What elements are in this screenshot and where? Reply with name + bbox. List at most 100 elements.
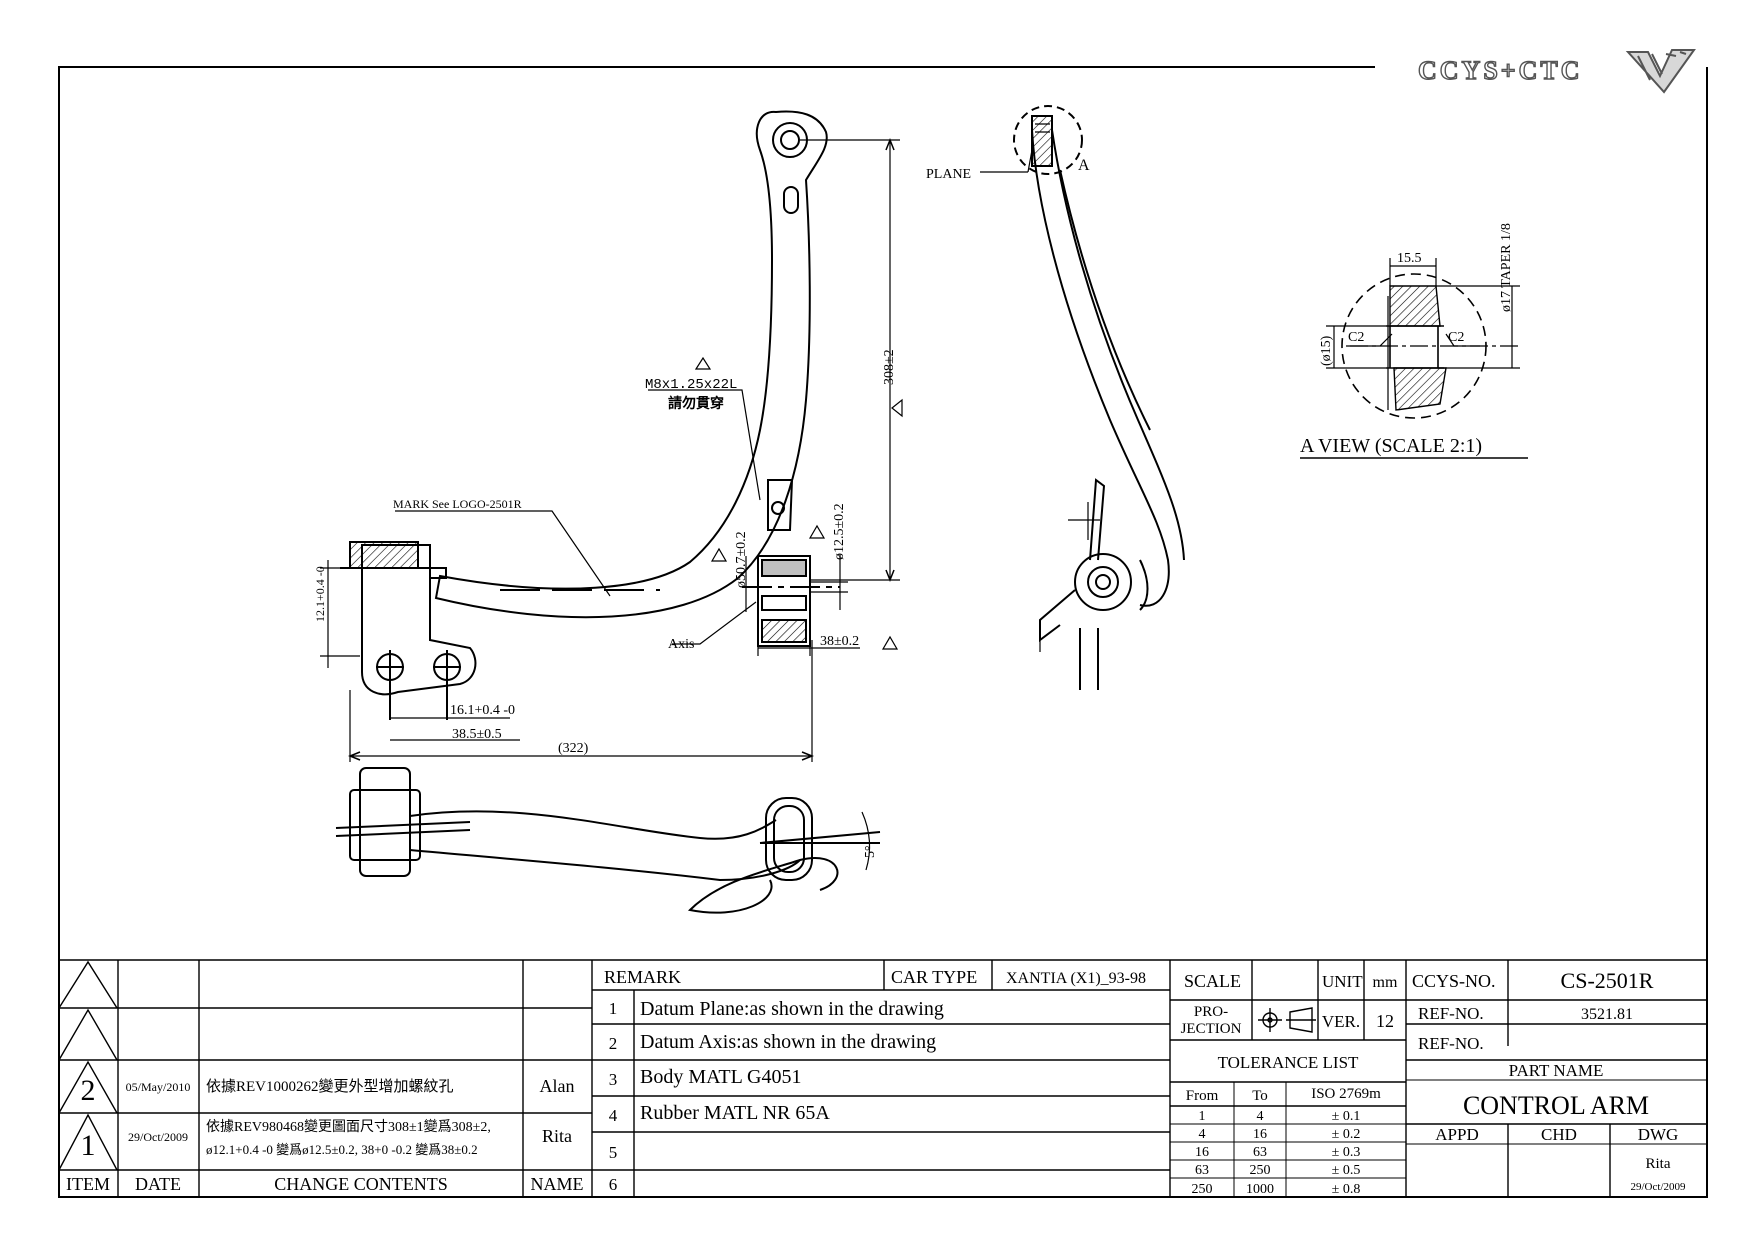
mark-callout: MARK See LOGO-2501R [393, 497, 522, 511]
tol-value-0: ± 0.1 [1332, 1109, 1361, 1124]
revision-block: ITEM DATE CHANGE CONTENTS NAME 2 05/May/… [66, 1074, 584, 1194]
rev-name-2: Alan [540, 1076, 575, 1096]
side-view [1013, 105, 1185, 690]
tol-to-4: 1000 [1246, 1182, 1274, 1197]
detail-view-a [1300, 258, 1528, 459]
logo-wordmark: CCYS+CTC [1418, 56, 1583, 85]
rev-item-1: 1 [81, 1129, 96, 1162]
side-view-labels: PLANE A [926, 149, 1090, 182]
rev-header-name: NAME [531, 1174, 584, 1194]
tol-from-2: 16 [1195, 1145, 1209, 1160]
remark-no-1: 1 [609, 999, 618, 1018]
ver-label: VER. [1322, 1012, 1360, 1031]
rev-contents-1-line1: 依據REV980468變更圖面尺寸308±1變爲308±2, [206, 1119, 491, 1135]
dim-322: (322) [558, 741, 589, 756]
tolerance-title: TOLERANCE LIST [1218, 1053, 1359, 1072]
scale-label: SCALE [1184, 971, 1241, 991]
car-type-value: XANTIA (X1)_93-98 [1006, 970, 1146, 987]
tol-header-from: From [1186, 1088, 1219, 1104]
front-view [340, 110, 840, 720]
tol-to-1: 16 [1253, 1127, 1267, 1142]
detail-dim-15: (ø15) [1319, 335, 1334, 366]
tol-from-0: 1 [1199, 1109, 1206, 1124]
dim-16-1: 16.1+0.4 -0 [450, 703, 515, 718]
ccys-no-label: CCYS-NO. [1412, 971, 1496, 991]
thread-callout: M8x1.25x22L [645, 377, 737, 393]
detail-dim-17-taper: ø17 TAPER 1/8 [1499, 223, 1514, 312]
ref-no-value-1: 3521.81 [1581, 1006, 1633, 1023]
remark-text-4: Rubber MATL NR 65A [640, 1102, 830, 1124]
remark-text-1: Datum Plane:as shown in the drawing [640, 998, 944, 1020]
dwg-label: DWG [1638, 1125, 1679, 1144]
dim-308: 308±2 [882, 349, 897, 385]
ver-value: 12 [1376, 1011, 1394, 1031]
front-view-labels: M8x1.25x22L 請勿貫穿 MARK See LOGO-2501R Axi… [313, 349, 897, 756]
dwg-date: 29/Oct/2009 [1631, 1181, 1686, 1193]
title-block-grid [58, 959, 1707, 1197]
unit-label: UNIT [1322, 972, 1363, 991]
tol-header-to: To [1252, 1088, 1268, 1104]
rev-header-date: DATE [135, 1174, 181, 1194]
projection-label-2: JECTION [1181, 1021, 1242, 1037]
remark-label: REMARK [604, 967, 681, 987]
ref-no-label-2: REF-NO. [1418, 1034, 1484, 1053]
detail-c2-left: C2 [1348, 330, 1364, 345]
tol-to-2: 63 [1253, 1145, 1267, 1160]
tol-from-4: 250 [1192, 1182, 1213, 1197]
bottom-view [335, 767, 881, 914]
chd-label: CHD [1541, 1125, 1577, 1144]
ref-no-label-1: REF-NO. [1418, 1004, 1484, 1023]
tol-to-0: 4 [1257, 1109, 1264, 1124]
rev-header-item: ITEM [66, 1174, 110, 1194]
tol-value-2: ± 0.3 [1332, 1145, 1361, 1160]
brand-logo: CCYS+CTC [1417, 49, 1696, 94]
detail-view-title: A VIEW (SCALE 2:1) [1300, 435, 1482, 457]
tol-from-1: 4 [1199, 1127, 1206, 1142]
dim-38-5: 38.5±0.5 [452, 727, 502, 742]
dim-50-7: ø50.7±0.2 [734, 531, 749, 588]
remark-no-3: 3 [609, 1070, 618, 1089]
tol-value-1: ± 0.2 [1332, 1127, 1361, 1142]
remark-no-6: 6 [609, 1175, 618, 1194]
remark-block: REMARK CAR TYPE XANTIA (X1)_93-98 1 Datu… [604, 967, 1146, 1194]
part-name-label: PART NAME [1509, 1061, 1604, 1080]
projection-symbol-icon [1258, 1007, 1316, 1033]
front-view-dimensions [320, 137, 903, 762]
tol-header-iso: ISO 2769m [1311, 1086, 1381, 1102]
plane-callout: PLANE [926, 167, 971, 182]
remark-text-2: Datum Axis:as shown in the drawing [640, 1031, 936, 1053]
tol-value-4: ± 0.8 [1332, 1182, 1361, 1197]
remark-text-3: Body MATL G4051 [640, 1066, 801, 1088]
rev-header-contents: CHANGE CONTENTS [274, 1174, 448, 1194]
car-type-label: CAR TYPE [891, 967, 977, 987]
title-block: CCYS-NO. CS-2501R REF-NO. 3521.81 REF-NO… [1412, 968, 1686, 1193]
rev-item-2: 2 [81, 1074, 96, 1107]
rev-name-1: Rita [542, 1126, 572, 1146]
remark-no-4: 4 [609, 1106, 618, 1125]
ccys-no-value: CS-2501R [1561, 968, 1654, 993]
sheet-border [58, 66, 1708, 1198]
rev-contents-2: 依據REV1000262變更外型增加螺紋孔 [206, 1078, 454, 1095]
rev-date-2: 05/May/2010 [126, 1080, 191, 1094]
unit-value: mm [1373, 974, 1398, 991]
tol-value-3: ± 0.5 [1332, 1163, 1361, 1178]
thread-note: 請勿貫穿 [668, 395, 724, 412]
tol-to-3: 250 [1250, 1163, 1271, 1178]
detail-c2-right: C2 [1448, 330, 1464, 345]
projection-label-1: PRO- [1194, 1004, 1228, 1020]
view-a-letter: A [1078, 157, 1090, 174]
detail-dim-15-5: 15.5 [1397, 251, 1422, 266]
spec-block: SCALE UNIT mm PRO- JECTION VER. 12 TOLER… [1181, 971, 1398, 1197]
dim-12-1: 12.1+0.4 -0 [313, 566, 327, 622]
dim-38: 38±0.2 [820, 634, 859, 649]
remark-no-5: 5 [609, 1143, 618, 1162]
part-name-value: CONTROL ARM [1463, 1091, 1649, 1120]
remark-no-2: 2 [609, 1034, 618, 1053]
appd-label: APPD [1435, 1125, 1478, 1144]
axis-callout: Axis [668, 637, 694, 652]
tol-from-3: 63 [1195, 1163, 1209, 1178]
dim-12-5: ø12.5±0.2 [832, 503, 847, 560]
logo-mark-icon [1625, 49, 1696, 94]
rev-contents-1-line2: ø12.1+0.4 -0 變爲ø12.5±0.2, 38+0 -0.2 變爲38… [206, 1142, 478, 1157]
